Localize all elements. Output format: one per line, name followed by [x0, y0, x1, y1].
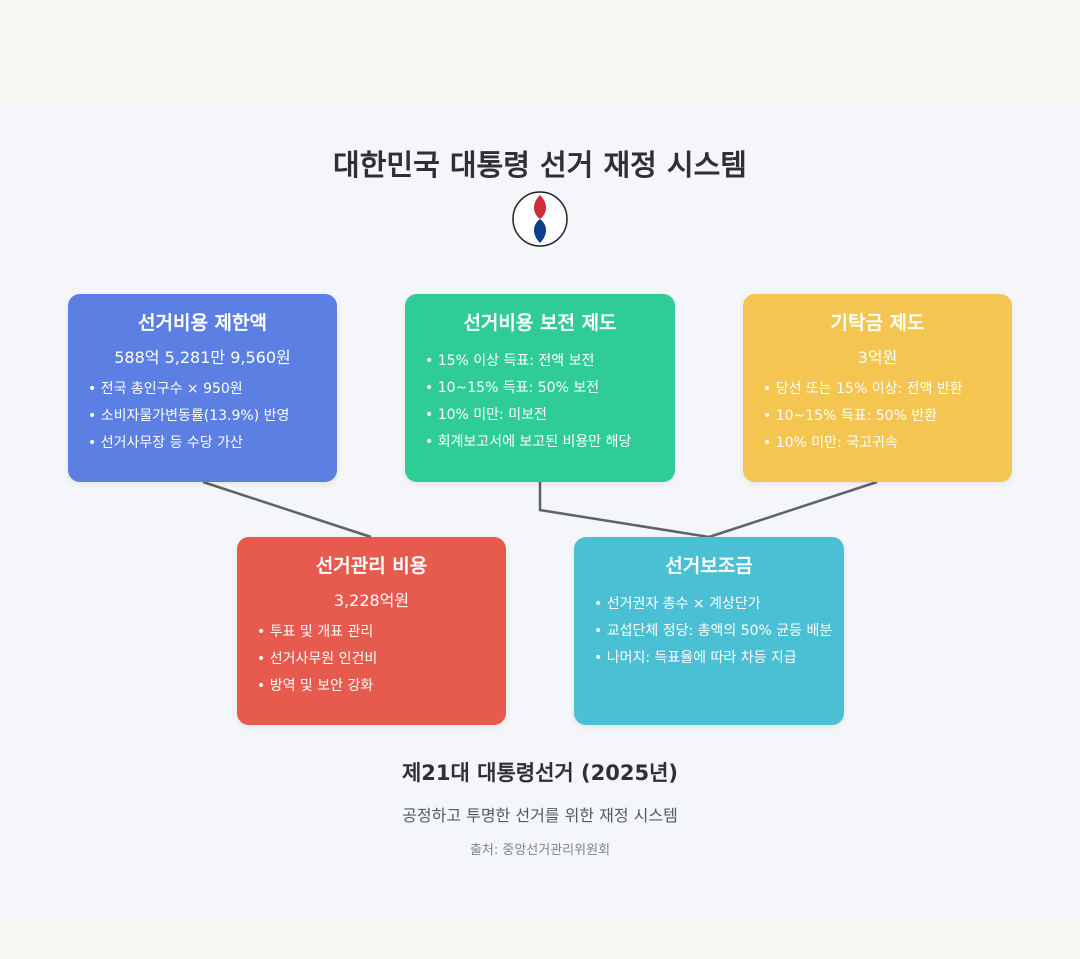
box-item-list: 전국 총인구수 × 950원 소비자물가변동률(13.9%) 반영 선거사무장 … — [88, 376, 290, 457]
subtitle: 공정하고 투명한 선거를 위한 재정 시스템 — [402, 806, 678, 825]
list-item: 선거권자 총수 × 계상단가 — [594, 591, 832, 618]
box-item-list: 15% 이상 득표: 전액 보전 10~15% 득표: 50% 보전 10% 미… — [425, 348, 632, 456]
list-item: 10% 미만: 미보전 — [425, 402, 631, 429]
box-amount: 3억원 — [857, 348, 898, 367]
page-title: 대한민국 대통령 선거 재정 시스템 — [333, 148, 747, 182]
box-item-list: 선거권자 총수 × 계상단가 교섭단체 정당: 총액의 50% 균등 배분 나머… — [594, 591, 833, 672]
list-item: 선거사무원 인건비 — [257, 646, 378, 673]
source-note: 출처: 중앙선거관리위원회 — [469, 843, 611, 858]
box-title: 선거관리 비용 — [315, 555, 428, 577]
taegeuk-emblem-icon — [512, 191, 568, 247]
list-item: 10~15% 득표: 50% 반환 — [763, 403, 963, 430]
list-item: 당선 또는 15% 이상: 전액 반환 — [763, 376, 963, 403]
list-item: 15% 이상 득표: 전액 보전 — [425, 348, 631, 375]
connector-deposit-subsidy — [708, 480, 878, 539]
list-item: 10% 미만: 국고귀속 — [763, 430, 963, 457]
list-item: 전국 총인구수 × 950원 — [88, 376, 289, 403]
connector-limit-admin — [202, 480, 372, 539]
list-item: 투표 및 개표 관리 — [257, 619, 377, 646]
election-admin-box: 선거관리 비용 3,228억원 투표 및 개표 관리 선거사무원 인건비 방역 … — [237, 537, 506, 725]
box-item-list: 당선 또는 15% 이상: 전액 반환 10~15% 득표: 50% 반환 10… — [763, 376, 963, 457]
box-title: 선거비용 보전 제도 — [463, 312, 617, 334]
box-item-list: 투표 및 개표 관리 선거사무원 인건비 방역 및 보안 강화 — [257, 619, 378, 700]
election-label: 제21대 대통령선거 (2025년) — [401, 761, 679, 785]
list-item: 회계보고서에 보고된 비용만 해당 — [425, 429, 632, 456]
election-subsidy-box: 선거보조금 선거권자 총수 × 계상단가 교섭단체 정당: 총액의 50% 균등… — [574, 537, 844, 725]
list-item: 교섭단체 정당: 총액의 50% 균등 배분 — [594, 618, 833, 645]
spending-limit-box: 선거비용 제한액 588억 5,281만 9,560원 전국 총인구수 × 95… — [68, 294, 337, 482]
reimbursement-box: 선거비용 보전 제도 15% 이상 득표: 전액 보전 10~15% 득표: 5… — [405, 294, 675, 482]
box-title: 선거보조금 — [665, 555, 753, 577]
list-item: 소비자물가변동률(13.9%) 반영 — [88, 403, 290, 430]
box-title: 선거비용 제한액 — [138, 312, 267, 334]
box-amount: 588억 5,281만 9,560원 — [114, 348, 291, 367]
connector-reimbursement-subsidy — [538, 482, 710, 539]
box-title: 기탁금 제도 — [830, 312, 925, 334]
list-item: 10~15% 득표: 50% 보전 — [425, 375, 631, 402]
box-amount: 3,228억원 — [333, 591, 410, 610]
list-item: 선거사무장 등 수당 가산 — [88, 430, 289, 457]
deposit-box: 기탁금 제도 3억원 당선 또는 15% 이상: 전액 반환 10~15% 득표… — [743, 294, 1012, 482]
list-item: 방역 및 보안 강화 — [257, 673, 377, 700]
list-item: 나머지: 득표율에 따라 차등 지급 — [594, 645, 832, 672]
